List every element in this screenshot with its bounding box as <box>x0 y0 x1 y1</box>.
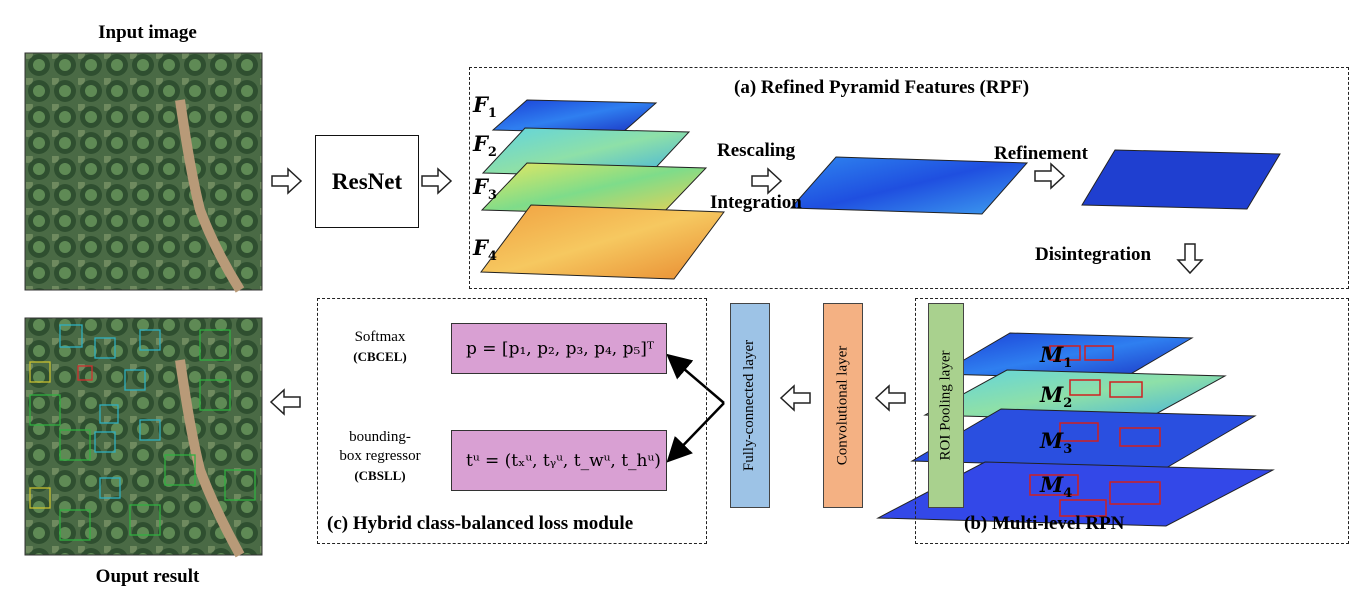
classification-output-box: p = [p₁, p₂, p₃, p₄, p₅]ᵀ <box>451 323 667 374</box>
feature-label-f1: F1 <box>473 92 497 122</box>
rpf-title: (a) Refined Pyramid Features (RPF) <box>734 77 1030 98</box>
integrated-map <box>789 156 1029 215</box>
input-image <box>24 52 263 291</box>
rpn-label-m2: M2 <box>1040 382 1073 412</box>
rpn-map-m4 <box>876 461 1275 527</box>
loss-title: (c) Hybrid class-balanced loss module <box>327 513 634 534</box>
rpn-label-m3: M3 <box>1040 428 1073 458</box>
integration-label: Integration <box>710 192 802 213</box>
output-result-label: Ouput result <box>95 566 200 587</box>
rpf-section <box>469 67 1349 289</box>
feature-label-f3: F3 <box>473 174 497 204</box>
regression-output-box: tᵘ = (tₓᵘ, tᵧᵘ, t_wᵘ, t_hᵘ) <box>451 430 667 491</box>
proposal-boxes <box>1029 345 1161 517</box>
refinement-label: Refinement <box>994 143 1088 164</box>
feature-map-f4 <box>480 204 725 280</box>
feature-label-f4: F4 <box>473 235 497 265</box>
rescaling-label: Rescaling <box>717 140 796 161</box>
refined-map <box>1081 149 1281 210</box>
resnet-block: ResNet <box>315 135 419 228</box>
fully-connected-layer: Fully-connected layer <box>730 303 770 508</box>
loss-section <box>317 298 707 544</box>
softmax-label: Softmax(CBCEL) <box>353 329 407 364</box>
roi-pooling-layer: ROI Pooling layer <box>928 303 964 508</box>
convolutional-layer: Convolutional layer <box>823 303 863 508</box>
bbox-regressor-label: bounding-box regressor(CBSLL) <box>339 429 421 483</box>
input-image-label: Input image <box>98 22 197 43</box>
rpn-label-m4: M4 <box>1040 472 1073 502</box>
disintegration-label: Disintegration <box>1035 244 1152 265</box>
detection-boxes <box>29 324 256 541</box>
rpn-section <box>915 298 1349 544</box>
feature-label-f2: F2 <box>473 131 497 161</box>
rpn-title: (b) Multi-level RPN <box>964 513 1125 534</box>
rpn-label-m1: M1 <box>1040 342 1073 372</box>
